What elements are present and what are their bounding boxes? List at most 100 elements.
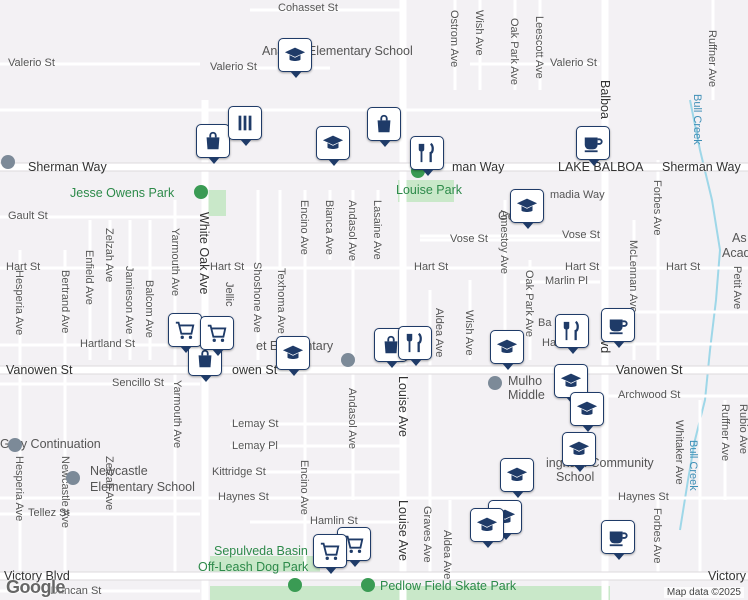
school-pin[interactable] bbox=[510, 189, 544, 229]
restaurant-pin[interactable] bbox=[555, 314, 589, 354]
shopping-cart-icon bbox=[207, 324, 227, 342]
coffee-cup-icon bbox=[609, 319, 628, 335]
street-label-archwood: Archwood St bbox=[618, 389, 681, 401]
place-label-pedlow: Pedlow Field Skate Park bbox=[380, 579, 517, 593]
street-label-balboa: Balboa bbox=[598, 80, 612, 119]
school-pin[interactable] bbox=[562, 432, 596, 472]
street-label-victory-w: Victory Blvd bbox=[4, 569, 70, 583]
shopping-cart-icon bbox=[320, 542, 340, 560]
graduation-cap-icon bbox=[322, 135, 344, 149]
grocery-pin[interactable] bbox=[200, 316, 234, 356]
shopping-pin[interactable] bbox=[367, 107, 401, 147]
street-label-zelzah: Zelzah Ave bbox=[103, 228, 115, 283]
cafe-pin[interactable] bbox=[601, 520, 635, 560]
street-label-lemay-st: Lemay St bbox=[232, 418, 279, 430]
place-label-newcastle-1: Newcastle bbox=[90, 464, 148, 478]
store-pin[interactable] bbox=[228, 106, 262, 146]
school-pin[interactable] bbox=[500, 458, 534, 498]
street-label-madia: madia Way bbox=[550, 189, 605, 201]
school-poi-icon[interactable] bbox=[1, 155, 15, 169]
street-label-louise-top: Louise Ave bbox=[396, 376, 410, 437]
street-label-tellez: Tellez St bbox=[28, 507, 70, 519]
graduation-cap-icon bbox=[476, 517, 498, 531]
street-label-aldea-mid: Aldea Ave bbox=[433, 308, 445, 358]
place-label-louise-park: Louise Park bbox=[396, 183, 463, 197]
shopping-cart-icon bbox=[344, 535, 364, 553]
cafe-pin[interactable] bbox=[601, 308, 635, 348]
fork-knife-icon bbox=[563, 320, 579, 341]
shopping-pin[interactable] bbox=[196, 124, 230, 164]
park-poi-icon[interactable] bbox=[194, 185, 208, 199]
street-label-wish-top: Wish Ave bbox=[473, 10, 485, 56]
street-label-hesperia-bottom: Hesperia Ave bbox=[13, 456, 25, 522]
school-poi-icon[interactable] bbox=[488, 376, 502, 390]
cafe-pin[interactable] bbox=[576, 126, 610, 166]
street-label-petit: Petit Ave bbox=[731, 266, 743, 310]
school-pin[interactable] bbox=[316, 126, 350, 166]
graduation-cap-icon bbox=[560, 373, 582, 387]
place-label-sepulveda-1: Sepulveda Basin bbox=[214, 544, 308, 558]
street-label-cohasset: Cohasset St bbox=[278, 2, 338, 14]
street-label-hart-e1: Hart St bbox=[414, 261, 449, 273]
street-label-encino-top: Encino Ave bbox=[298, 200, 310, 255]
school-pin[interactable] bbox=[490, 330, 524, 370]
school-pin[interactable] bbox=[570, 392, 604, 432]
street-label-andasol-top: Andasol Ave bbox=[346, 200, 358, 261]
street-label-ba-frag: Ba bbox=[538, 317, 552, 329]
street-label-sherman-e: Sherman Way bbox=[662, 160, 741, 174]
fork-knife-icon bbox=[406, 332, 422, 353]
street-label-valerio-st: Valerio St bbox=[210, 61, 257, 73]
school-pin[interactable] bbox=[276, 336, 310, 376]
street-label-victory-e: Victory bbox=[708, 569, 746, 583]
shopping-bag-icon bbox=[377, 114, 391, 133]
place-label-community-2: School bbox=[556, 470, 595, 484]
shopping-cart-icon bbox=[175, 321, 195, 339]
place-label-sepulveda-2: Off-Leash Dog Park bbox=[198, 560, 309, 574]
street-label-marlin: Marlin Pl bbox=[545, 275, 588, 287]
restaurant-pin[interactable] bbox=[410, 136, 444, 176]
place-label-mulholland-1: Mulho bbox=[508, 374, 543, 388]
grocery-pin[interactable] bbox=[168, 313, 202, 353]
street-label-ostrom: Ostrom Ave bbox=[448, 10, 460, 68]
street-label-lemay-pl: Lemay Pl bbox=[232, 440, 278, 452]
map-attribution[interactable]: Map data ©2025 bbox=[663, 587, 744, 598]
park-poi-icon[interactable] bbox=[361, 578, 375, 592]
street-label-hart-w: Hart St bbox=[6, 261, 41, 273]
street-label-bertrand: Bertrand Ave bbox=[59, 270, 71, 334]
street-label-ruffner-top: Ruffner Ave bbox=[706, 30, 718, 88]
shopping-bag-icon bbox=[206, 131, 220, 150]
street-label-texhoma: Texhoma Ave bbox=[275, 268, 287, 334]
school-poi-icon[interactable] bbox=[66, 471, 80, 485]
street-label-vanowen-w: Vanowen St bbox=[6, 363, 73, 377]
school-pin[interactable] bbox=[470, 508, 504, 548]
street-label-wish-mid: Wish Ave bbox=[463, 310, 475, 356]
street-label-vose-mid: Vose St bbox=[450, 233, 488, 245]
coffee-cup-icon bbox=[609, 531, 628, 547]
graduation-cap-icon bbox=[284, 47, 306, 61]
graduation-cap-icon bbox=[496, 339, 518, 353]
school-poi-icon[interactable] bbox=[341, 353, 355, 367]
street-label-hart-e2: Hart St bbox=[565, 261, 600, 273]
street-label-vose-e: Vose St bbox=[562, 229, 600, 241]
restaurant-pin[interactable] bbox=[398, 326, 432, 366]
street-label-kittridge: Kittridge St bbox=[212, 466, 266, 478]
street-label-ha-frag: Ha bbox=[542, 337, 557, 349]
street-label-louise-bottom: Louise Ave bbox=[396, 500, 410, 561]
street-label-hamlin: Hamlin St bbox=[310, 515, 358, 527]
street-label-jellico: Jellic bbox=[223, 282, 235, 307]
graduation-cap-icon bbox=[282, 345, 304, 359]
school-poi-icon[interactable] bbox=[8, 438, 22, 452]
street-label-lake-balboa: LAKE BALBOA bbox=[558, 160, 644, 174]
street-label-newcastle: Newcastle Ave bbox=[59, 456, 71, 528]
park-poi-icon[interactable] bbox=[288, 578, 302, 592]
street-label-ruffner-bottom: Ruffner Ave bbox=[719, 404, 731, 462]
street-label-yarmouth-mid: Yarmouth Ave bbox=[171, 380, 183, 449]
school-pin[interactable] bbox=[278, 38, 312, 78]
shopping-bag-icon bbox=[198, 349, 212, 368]
grocery-pin[interactable] bbox=[313, 534, 347, 574]
street-label-whitaker: Whitaker Ave bbox=[673, 420, 685, 485]
street-label-valerio-e: Valerio St bbox=[550, 57, 597, 69]
street-label-hartland: Hartland St bbox=[80, 338, 136, 350]
